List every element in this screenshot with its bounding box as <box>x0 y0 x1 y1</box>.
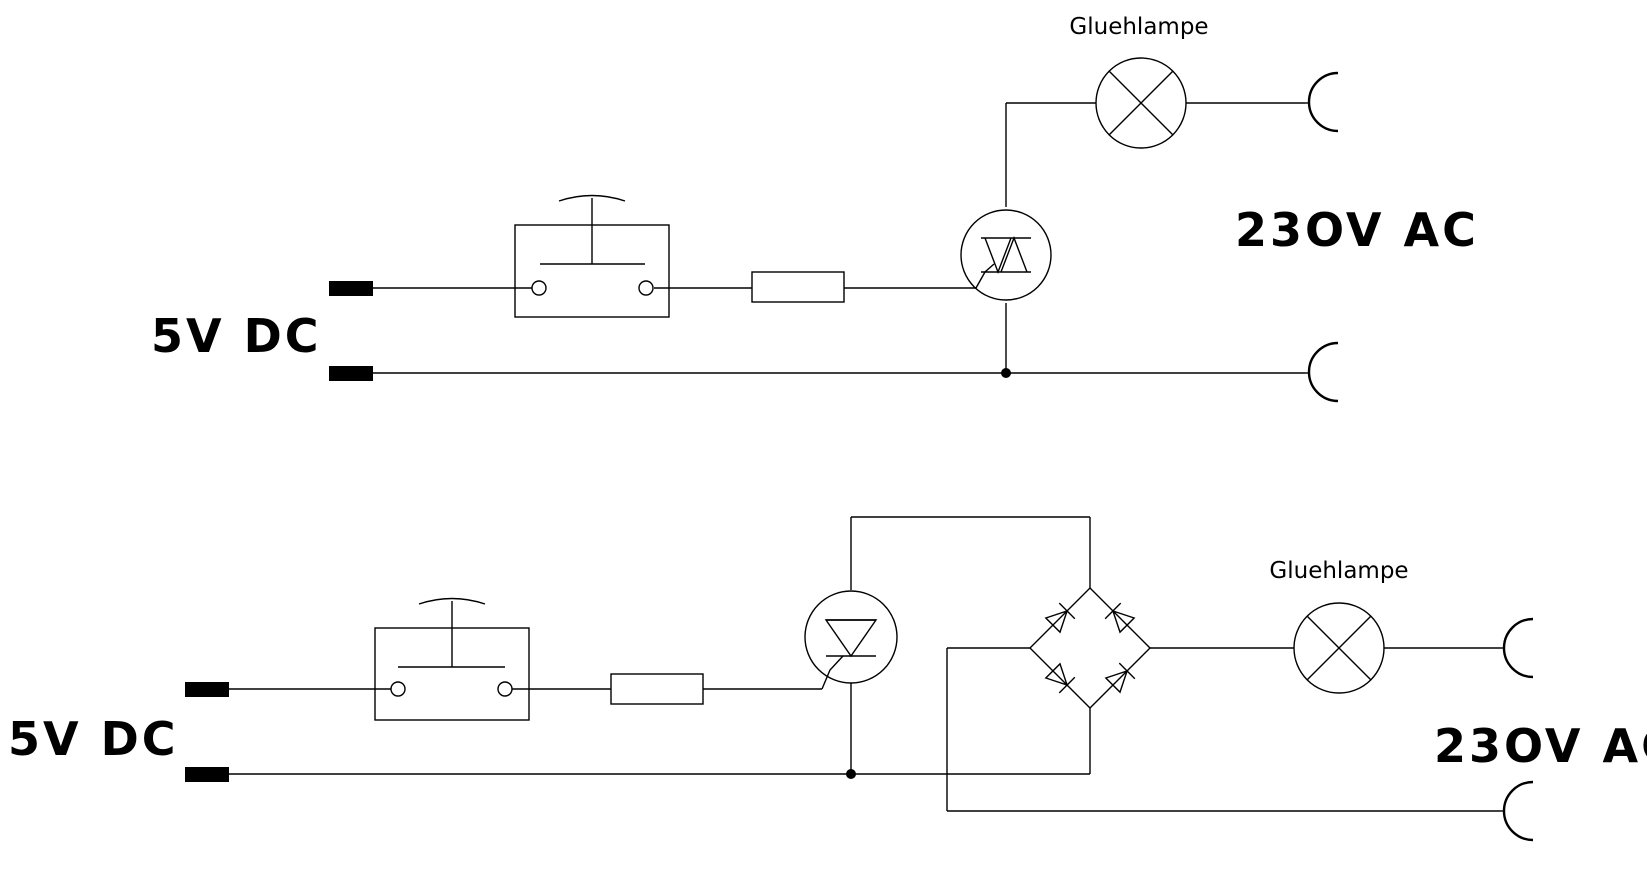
diode <box>1104 662 1136 694</box>
dc-terminal-positive <box>329 281 373 296</box>
diode <box>1044 662 1076 694</box>
ac-socket-bottom <box>1307 341 1339 403</box>
dc-voltage-label: 5V DC <box>8 712 179 766</box>
dc-voltage-label: 5V DC <box>151 309 322 363</box>
junction-dot <box>846 769 856 779</box>
wires <box>229 516 1500 812</box>
triac-symbol <box>960 209 1052 301</box>
dc-terminal-negative <box>185 767 229 782</box>
push-button-switch <box>374 597 530 721</box>
wires <box>373 102 1305 374</box>
ac-socket-bottom <box>1502 780 1534 842</box>
ac-socket-top <box>1502 617 1534 679</box>
diode <box>1104 602 1136 634</box>
lamp-symbol <box>1095 57 1187 149</box>
dc-terminal-positive <box>185 682 229 697</box>
circuit-thyristor: Gluehlampe 5V DC 23OV AC <box>8 516 1647 842</box>
circuit-triac: Gluehlampe 5V DC 23OV AC <box>151 14 1479 403</box>
lamp-label: Gluehlampe <box>1269 558 1408 584</box>
thyristor-symbol <box>804 590 898 690</box>
dc-terminal-negative <box>329 366 373 381</box>
ac-voltage-label: 23OV AC <box>1434 719 1647 773</box>
bridge-rectifier <box>1029 587 1151 709</box>
ac-voltage-label: 23OV AC <box>1235 203 1479 257</box>
junction-dot <box>1001 368 1011 378</box>
ac-socket-top <box>1307 71 1339 133</box>
lamp-label: Gluehlampe <box>1069 14 1208 40</box>
resistor <box>751 271 845 303</box>
push-button-switch <box>514 194 670 318</box>
diode <box>1044 602 1076 634</box>
resistor <box>610 673 704 705</box>
lamp-symbol <box>1293 602 1385 694</box>
